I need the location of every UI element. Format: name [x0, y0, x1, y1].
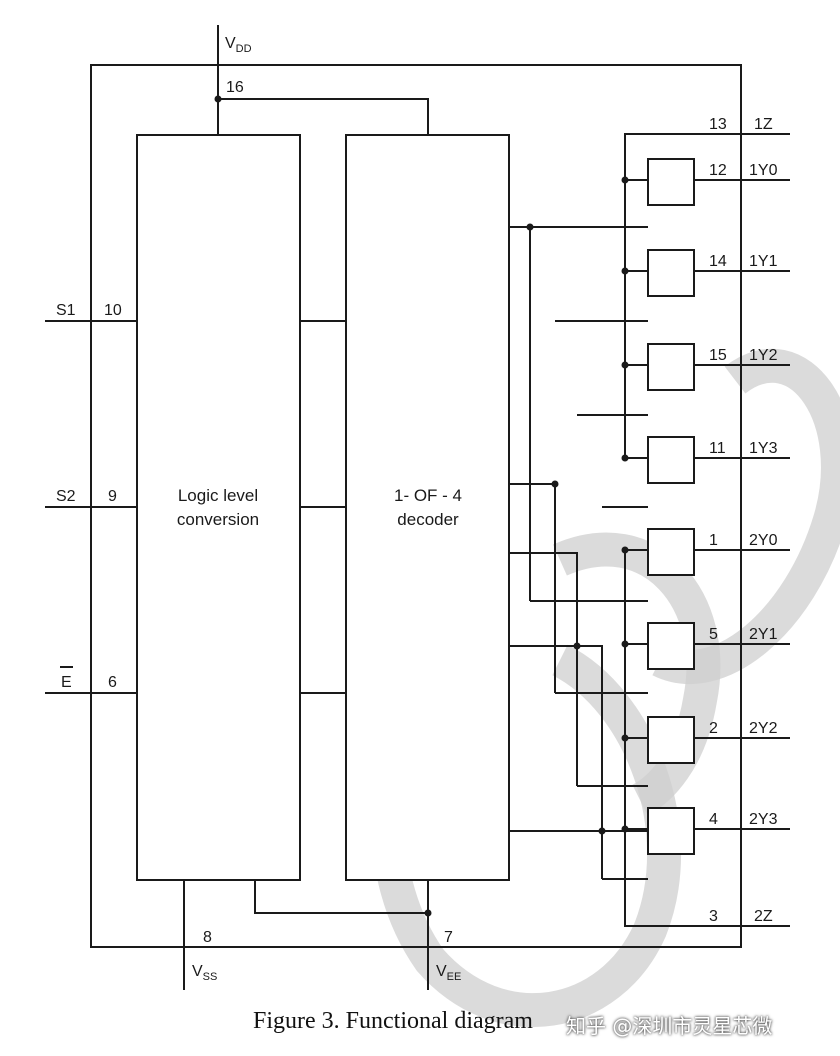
logic-level-block	[136, 134, 301, 881]
analog-switch	[647, 528, 695, 576]
analog-switch	[647, 716, 695, 764]
vee-pin: 7	[444, 929, 453, 946]
common-name: 2Z	[754, 908, 773, 925]
vss-pin: 8	[203, 929, 212, 946]
s2-label: S2	[56, 488, 76, 505]
analog-switch	[647, 343, 695, 391]
switch-common-junction	[621, 640, 629, 648]
analog-switch	[647, 249, 695, 297]
output-name: 2Y1	[749, 626, 778, 643]
analog-switch	[647, 158, 695, 206]
switch-common-junction	[621, 454, 629, 462]
vee-junction	[424, 909, 432, 917]
switch-group	[621, 158, 790, 855]
output-name: 2Y2	[749, 720, 778, 737]
switch-common-junction	[621, 361, 629, 369]
switch-common-junction	[621, 176, 629, 184]
common-pin-number: 3	[709, 908, 718, 925]
e-label: E	[61, 674, 72, 691]
analog-switch	[647, 807, 695, 855]
analog-switch	[647, 436, 695, 484]
s2-pin: 9	[108, 488, 117, 505]
switch-common-junction	[621, 546, 629, 554]
analog-switch	[647, 622, 695, 670]
bus-2z	[624, 553, 790, 927]
output-pin-number: 11	[709, 440, 726, 457]
e-pin: 6	[108, 674, 117, 691]
switch-common-junction	[621, 734, 629, 742]
decoder-block-line2: decoder	[397, 510, 459, 529]
output-pin-number: 1	[709, 532, 718, 549]
output-name: 1Y1	[749, 253, 778, 270]
vdd-label: VDD	[225, 35, 252, 55]
s1-label: S1	[56, 302, 76, 319]
switch-common-junction	[621, 267, 629, 275]
output-name: 2Y0	[749, 532, 778, 549]
output-pin-number: 5	[709, 626, 718, 643]
output-pin-number: 14	[709, 253, 727, 270]
output-pin-number: 2	[709, 720, 718, 737]
common-pin-number: 13	[709, 116, 727, 133]
vee-label: VEE	[436, 963, 461, 983]
output-pin-number: 15	[709, 347, 727, 364]
bus-1z	[624, 133, 790, 460]
logic-to-vee	[254, 880, 428, 914]
figure-caption: Figure 3. Functional diagram	[253, 1008, 533, 1034]
vdd-to-decoder	[218, 98, 429, 135]
output-pin-number: 4	[709, 811, 718, 828]
logic-block-line1: Logic level	[178, 486, 258, 505]
output-name: 1Y2	[749, 347, 778, 364]
s1-pin: 10	[104, 302, 122, 319]
output-name: 1Y3	[749, 440, 778, 457]
switch-common-junction	[621, 825, 629, 833]
watermark-text: 知乎 @深圳市灵星芯微	[566, 1014, 773, 1038]
decoder-block-line1: 1- OF - 4	[394, 486, 462, 505]
vss-label: VSS	[192, 963, 217, 983]
decoder-output-bus	[509, 223, 648, 880]
output-name: 1Y0	[749, 162, 778, 179]
vdd-pin: 16	[226, 79, 244, 96]
decoder-block	[345, 134, 510, 881]
logic-block-line2: conversion	[177, 510, 259, 529]
output-pin-number: 12	[709, 162, 727, 179]
common-name: 1Z	[754, 116, 773, 133]
output-name: 2Y3	[749, 811, 778, 828]
pin-labels: 12 1Y0 14 1Y1 15 1Y2 11 1Y3 1 2Y0 5 2Y1 2 2Y2 4 2Y3 13 1Z…	[709, 116, 778, 925]
